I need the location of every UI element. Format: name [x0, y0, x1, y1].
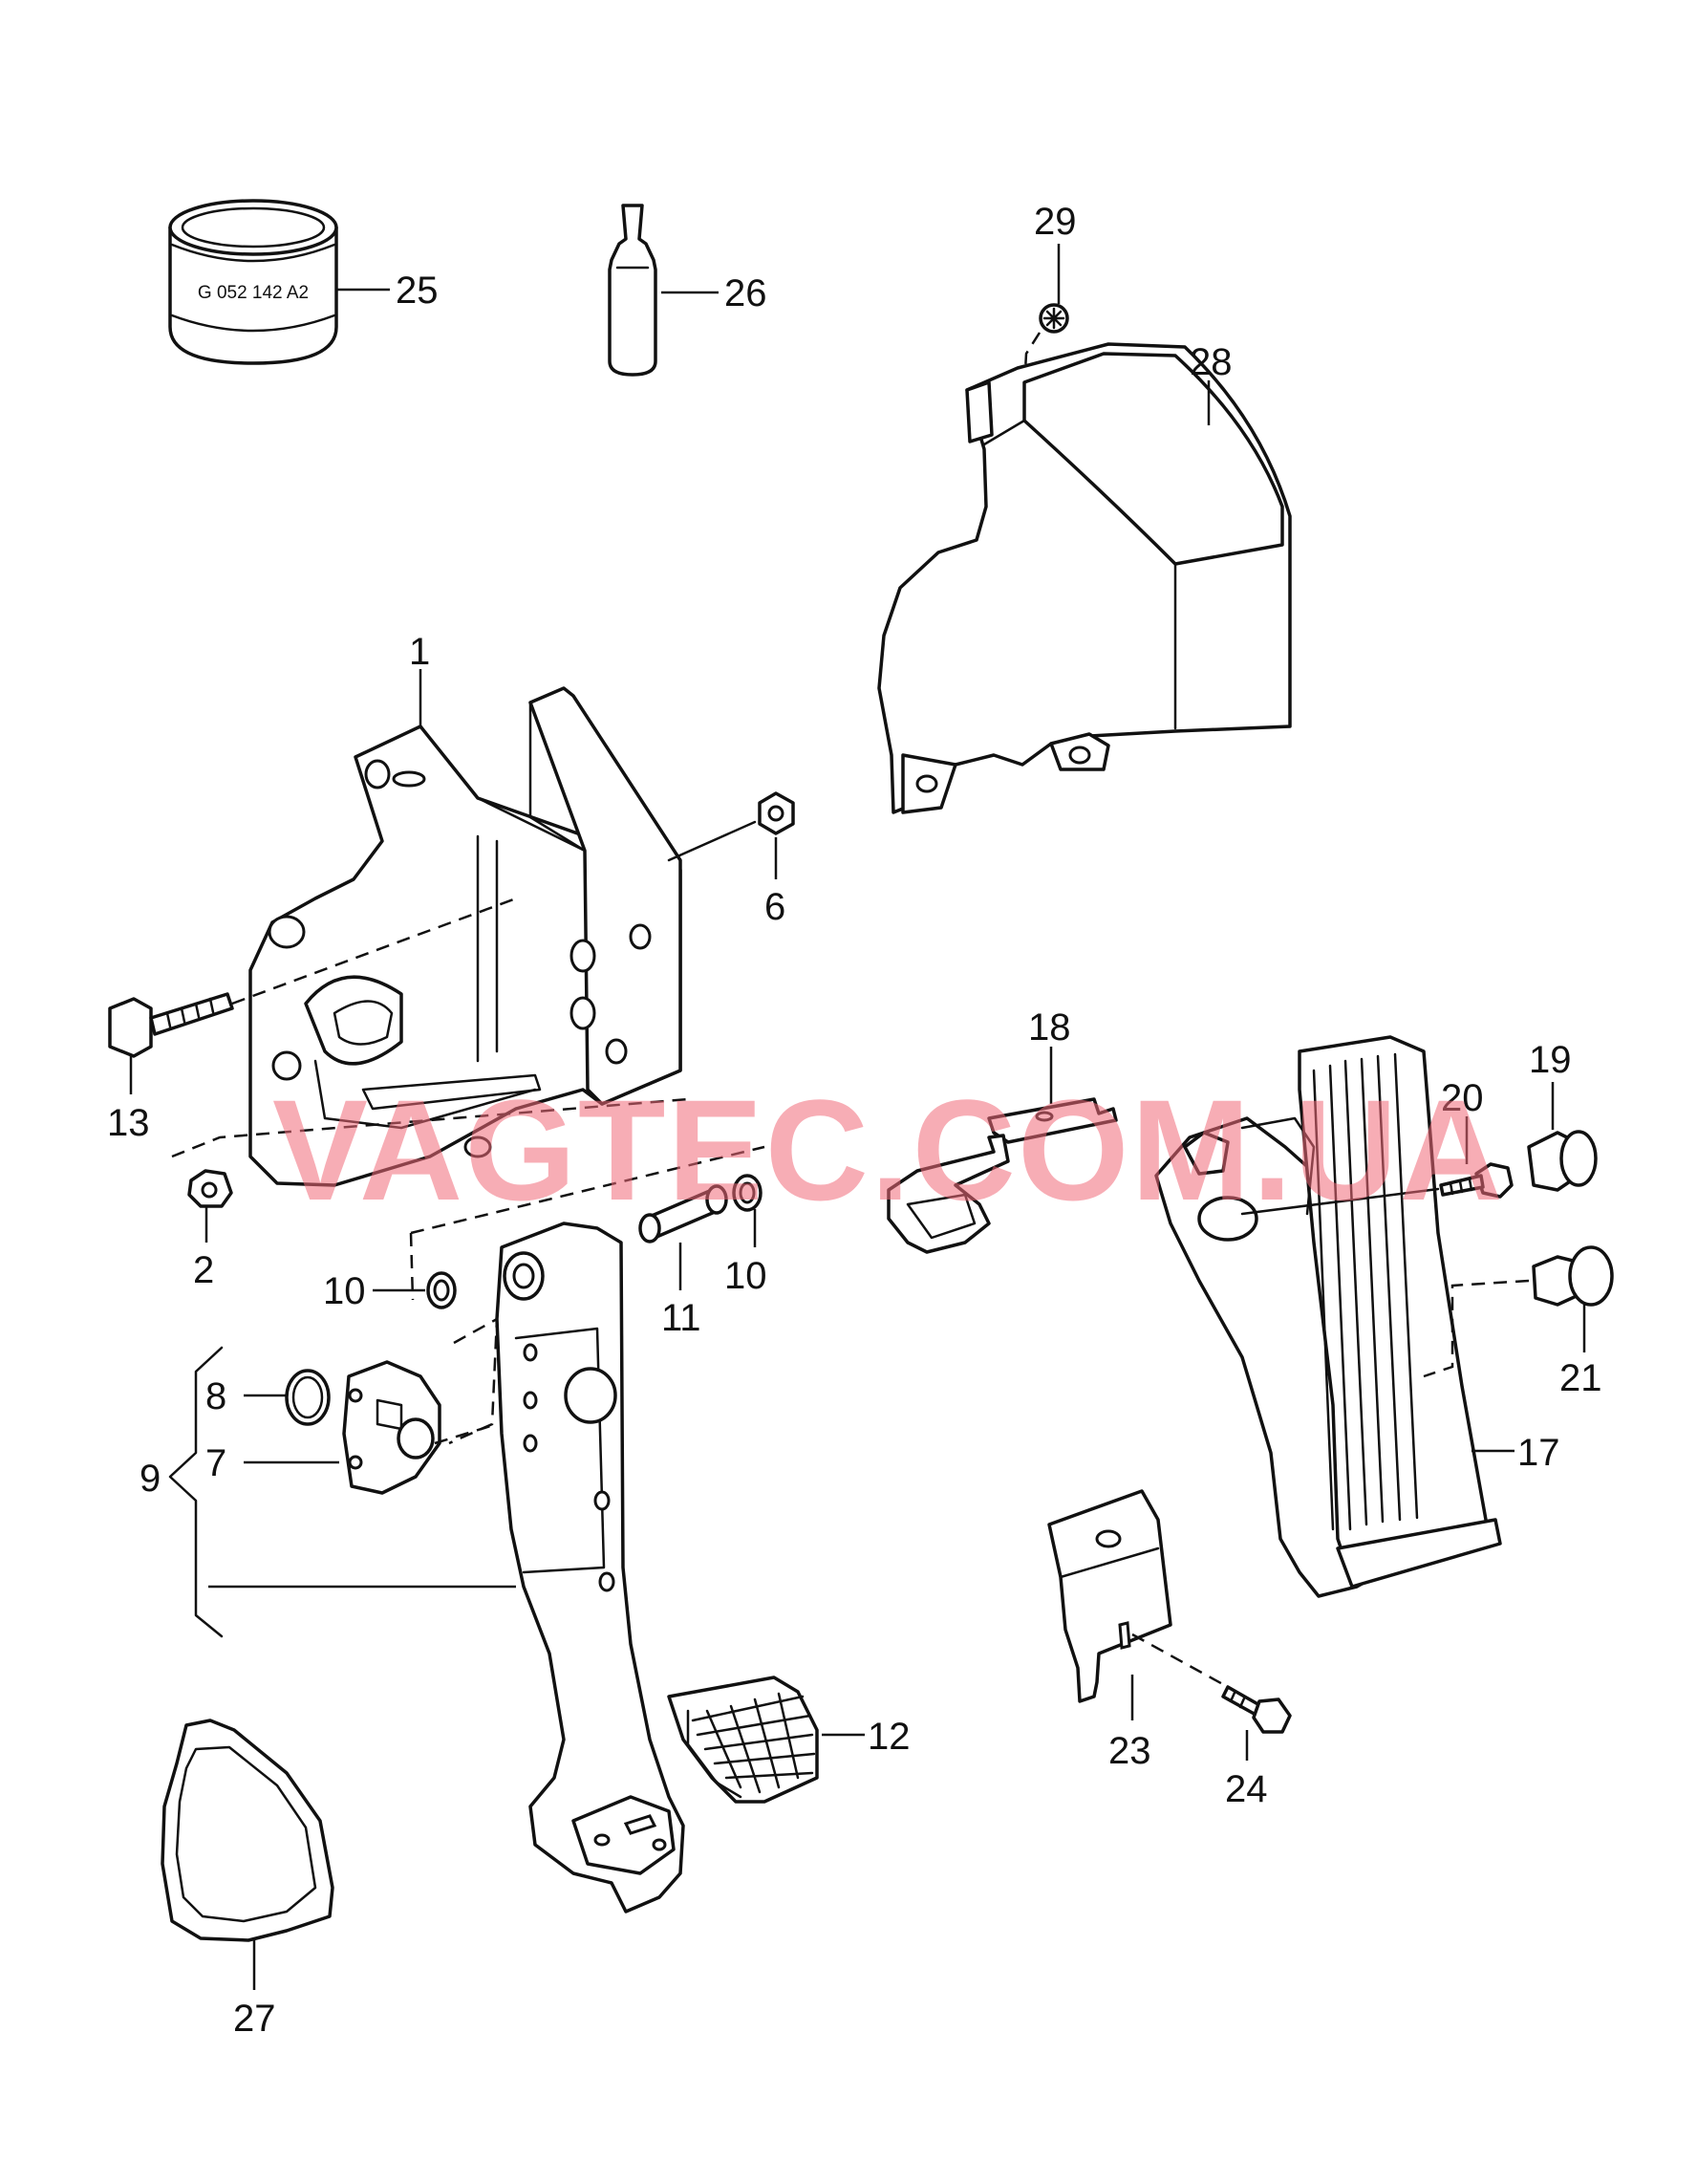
- callout-29: 29: [1034, 201, 1077, 243]
- sensor-part-7: [342, 1360, 441, 1495]
- callout-13: 13: [107, 1102, 150, 1144]
- callout-1: 1: [409, 631, 430, 673]
- clip-part-29: [1039, 303, 1069, 334]
- callout-11: 11: [661, 1297, 701, 1339]
- callout-10b: 10: [724, 1255, 767, 1297]
- accelerator-pedal-part-17: [1154, 1035, 1502, 1598]
- cap-part-19: [1527, 1130, 1598, 1192]
- callout-27: 27: [233, 1998, 276, 2040]
- screw-part-20: [1439, 1162, 1514, 1199]
- tube-label: G 052 142 A2: [198, 283, 309, 303]
- clip-part-10-right: [732, 1174, 763, 1212]
- callout-19: 19: [1529, 1039, 1572, 1081]
- pedal-bracket-part-1: [248, 686, 682, 1187]
- watermark-text: VAGTEC.COM.UA: [272, 1070, 1505, 1230]
- callout-12: 12: [868, 1716, 911, 1758]
- bolt-part-13: [108, 992, 234, 1058]
- pedal-arm: [495, 1222, 685, 1914]
- bracket-part-18: [887, 1097, 1118, 1254]
- nut-part-2: [187, 1169, 233, 1208]
- bushing-part-11: [638, 1184, 728, 1243]
- mounting-bracket-part-23: [1047, 1489, 1172, 1703]
- callout-8: 8: [205, 1375, 226, 1417]
- callout-18: 18: [1028, 1006, 1071, 1049]
- clip-part-10-left: [426, 1271, 457, 1309]
- callout-26: 26: [724, 272, 767, 314]
- grease-tube-part-25: G 052 142 A2: [168, 199, 338, 365]
- callout-7: 7: [205, 1442, 226, 1484]
- o-ring-part-8: [285, 1369, 331, 1426]
- callout-2: 2: [193, 1249, 214, 1291]
- seal-part-27: [161, 1719, 334, 1942]
- callout-20: 20: [1441, 1077, 1484, 1119]
- callout-25: 25: [396, 270, 439, 312]
- cap-part-21: [1532, 1245, 1614, 1307]
- screw-part-24: [1221, 1685, 1292, 1734]
- pedal-pad-part-12: [667, 1676, 819, 1804]
- callout-21: 21: [1559, 1357, 1602, 1399]
- callout-6: 6: [764, 886, 785, 928]
- callout-10a: 10: [323, 1270, 366, 1312]
- callout-24: 24: [1225, 1768, 1268, 1810]
- callout-28: 28: [1190, 341, 1233, 383]
- callout-9: 9: [140, 1458, 161, 1500]
- callout-17: 17: [1517, 1432, 1560, 1474]
- nut-part-6: [758, 791, 795, 835]
- cover-part-28: [877, 342, 1292, 814]
- callout-23: 23: [1108, 1730, 1151, 1772]
- bottle-part-26: [608, 204, 657, 377]
